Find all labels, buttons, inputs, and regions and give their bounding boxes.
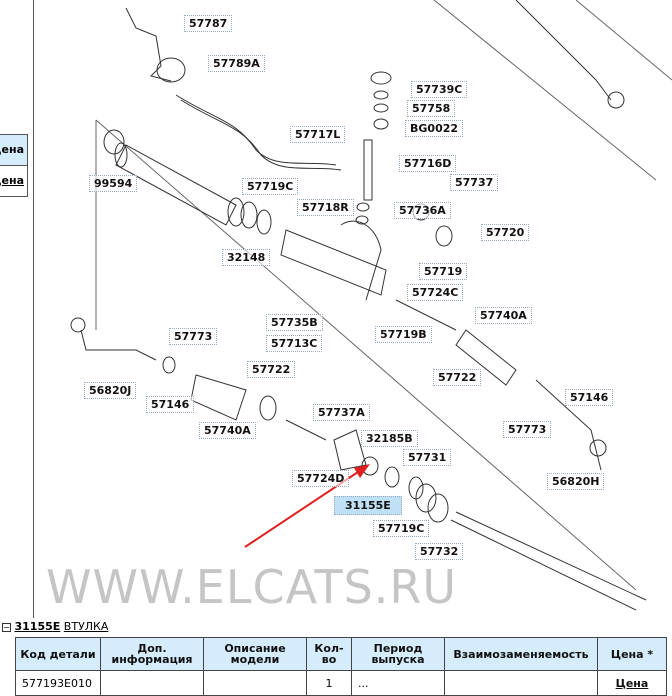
col-header: Взаимозаменяемость [444, 637, 598, 671]
price-header: Цена * [0, 135, 27, 166]
part-label[interactable]: 57719C [373, 520, 430, 537]
part-label[interactable]: 99594 [89, 175, 138, 192]
part-label[interactable]: 57718R [297, 199, 354, 216]
selected-part-name[interactable]: ВТУЛКА [63, 620, 109, 633]
price-link[interactable]: Цена [0, 174, 24, 187]
col-header: Код детали [15, 637, 101, 671]
part-label[interactable]: 32185B [361, 430, 418, 447]
col-header: Описание модели [203, 637, 307, 671]
price-cell: Цена [597, 670, 667, 696]
part-label[interactable]: 57789A [208, 55, 265, 72]
part-label[interactable]: 57739C [411, 81, 468, 98]
part-label[interactable]: 57740A [199, 422, 256, 439]
part-label[interactable]: 57732 [415, 543, 464, 560]
part-label[interactable]: 57740A [475, 307, 532, 324]
part-label[interactable]: 57722 [247, 361, 296, 378]
part-label[interactable]: 57737 [450, 174, 499, 191]
part-label[interactable]: 56820J [84, 382, 137, 399]
part-label[interactable]: 57146 [146, 396, 195, 413]
model-description [203, 670, 307, 696]
part-label[interactable]: 56820H [547, 473, 605, 490]
part-label[interactable]: 57787 [184, 15, 233, 32]
part-label[interactable]: 57724D [292, 470, 350, 487]
selected-part-code[interactable]: 31155E [14, 620, 61, 633]
price-link[interactable]: Цена [615, 676, 649, 690]
diagram-drawing [70, 0, 672, 611]
part-label[interactable]: 57737A [313, 404, 370, 421]
table-header-row: Код детали Доп. информация Описание моде… [15, 637, 667, 671]
part-label-selected[interactable]: 31155E [334, 496, 402, 515]
part-label[interactable]: 57719C [242, 178, 299, 195]
parts-diagram: WWW.ELCATS.RU 57787 57789A 57739C 57758 … [36, 0, 672, 618]
collapse-toggle[interactable]: − [2, 622, 11, 632]
quantity: 1 [306, 670, 352, 696]
previous-parts-table-fragment: Цена * Цена [0, 134, 28, 197]
part-label[interactable]: 57720 [481, 224, 530, 241]
part-label[interactable]: 57724C [407, 284, 464, 301]
production-period: ... [351, 670, 445, 696]
part-label[interactable]: 57717L [290, 126, 346, 143]
part-label[interactable]: 57773 [169, 328, 218, 345]
part-label[interactable]: 57713C [266, 335, 323, 352]
part-label[interactable]: 57719 [419, 263, 468, 280]
part-label[interactable]: 57719B [375, 326, 432, 343]
col-header: Кол-во [306, 637, 352, 671]
extra-info [100, 670, 204, 696]
part-label[interactable]: 32148 [222, 249, 271, 266]
part-label[interactable]: 57722 [433, 369, 482, 386]
divider [33, 0, 34, 618]
col-header: Цена * [597, 637, 667, 671]
part-label[interactable]: BG0022 [405, 120, 464, 137]
part-label[interactable]: 57758 [407, 100, 456, 117]
col-header: Период выпуска [351, 637, 445, 671]
table-row: 577193E010 1 ... Цена [15, 670, 667, 696]
selected-part-heading: − 31155E ВТУЛКА [2, 620, 108, 633]
part-number: 577193E010 [15, 670, 101, 696]
part-label[interactable]: 57146 [565, 389, 614, 406]
interchangeability [444, 670, 598, 696]
part-label[interactable]: 57735B [266, 314, 323, 331]
part-label[interactable]: 57736A [394, 202, 451, 219]
col-header: Доп. информация [100, 637, 204, 671]
part-label[interactable]: 57716D [399, 155, 457, 172]
part-details-table: Код детали Доп. информация Описание моде… [15, 637, 667, 696]
part-label[interactable]: 57773 [503, 421, 552, 438]
part-label[interactable]: 57731 [403, 449, 452, 466]
watermark: WWW.ELCATS.RU [46, 560, 458, 614]
